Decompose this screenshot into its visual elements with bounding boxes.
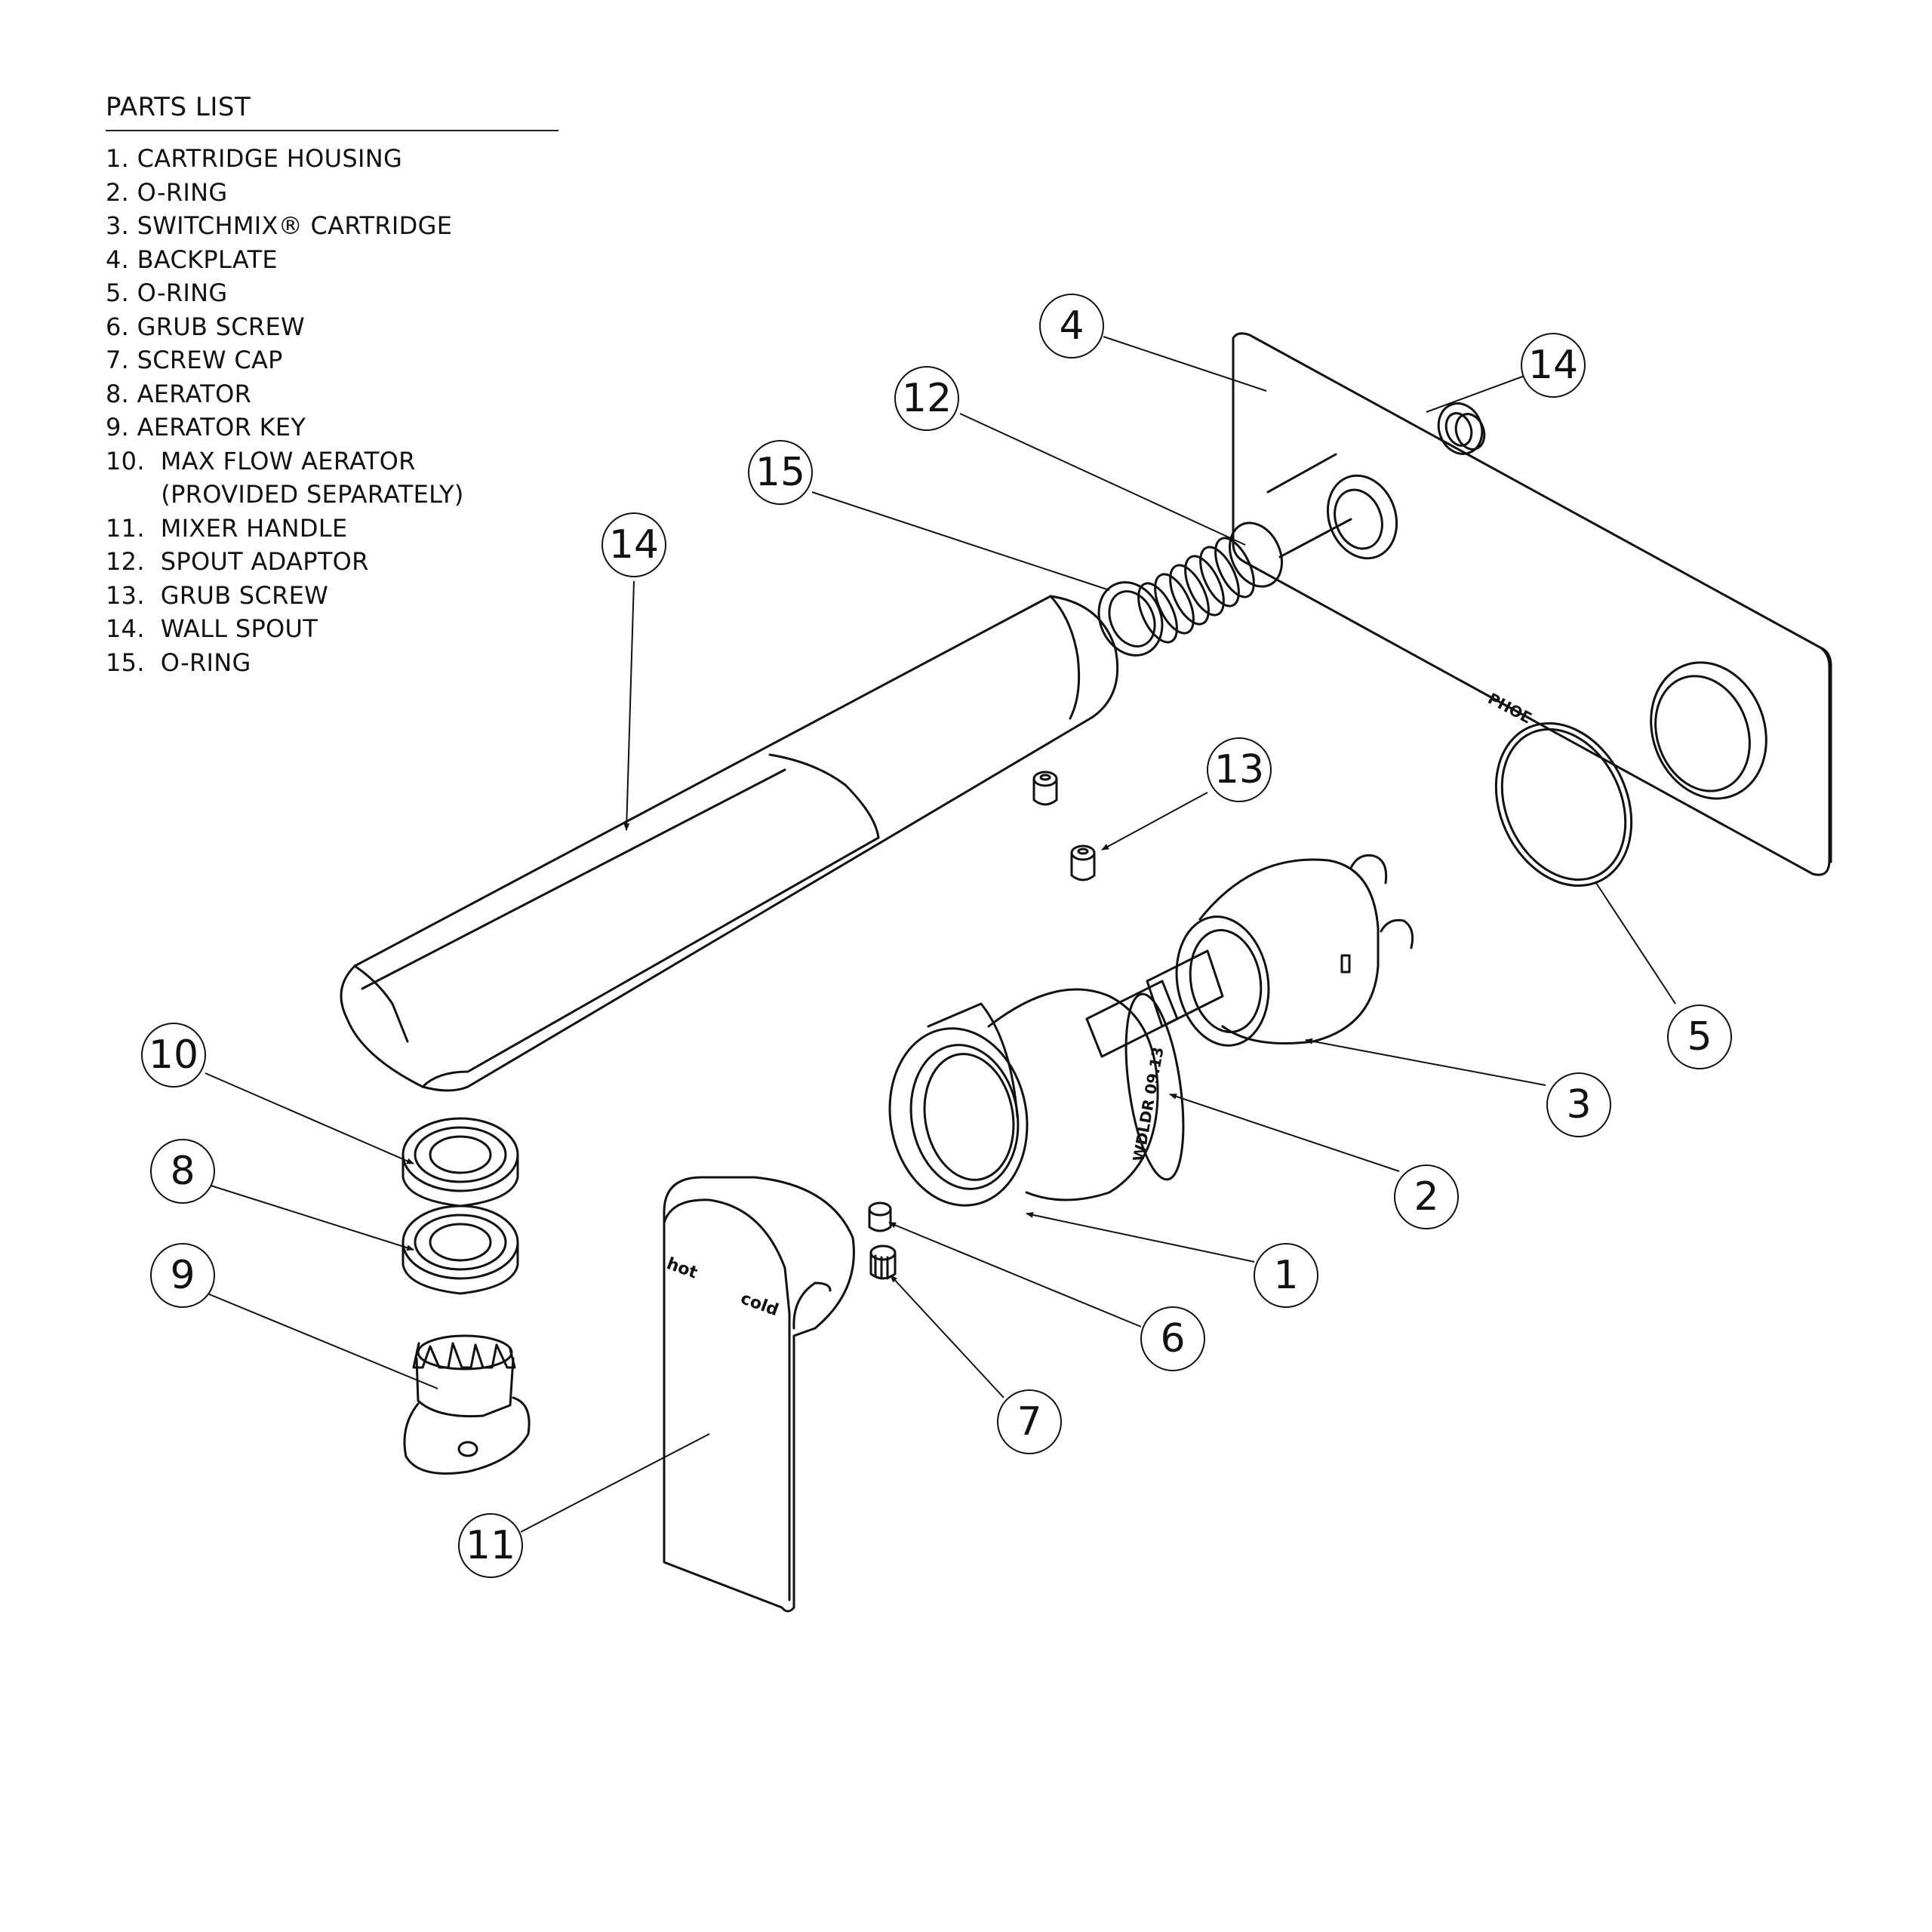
callout-4-label: 4 [1059,303,1084,349]
parts-list-item: (PROVIDED SEPARATELY) [106,480,464,509]
parts-list-item: 6. GRUB SCREW [106,312,305,341]
housing-date-marking: WDLDR 09.13 [1129,1045,1167,1162]
parts-list-item: 9. AERATOR KEY [106,413,306,441]
parts-list-item: 2. O-RING [106,177,228,207]
mixer-handle [663,1176,855,1613]
leader-line-11 [520,1433,710,1533]
leader-line-14-main [623,580,635,831]
parts-list-item: 13. GRUB SCREW [106,580,329,610]
leader-line-15 [811,491,1110,591]
callout-1: 1 [1254,1243,1318,1308]
leader-line-12 [959,413,1246,546]
callout-9: 9 [150,1243,215,1308]
callout-10: 10 [141,1023,206,1088]
grub-screw [868,1201,892,1232]
handle-hot-marking: hot [664,1254,700,1283]
callout-14-top: 14 [1521,333,1586,398]
callout-13-label: 13 [1214,747,1264,792]
parts-list-item: 10. MAX FLOW AERATOR [106,446,416,475]
parts-list-items: 1. CARTRIDGE HOUSING 2. O-RING 3. SWITCH… [106,142,558,679]
switchmix-cartridge [1085,854,1414,1058]
callout-11-label: 11 [466,1523,515,1568]
wall-spout-small [1437,402,1484,455]
aerator [401,1204,519,1295]
callout-4: 4 [1039,294,1104,358]
callout-6: 6 [1140,1306,1205,1371]
callout-8: 8 [150,1139,215,1204]
parts-list-item: 8. AERATOR [106,379,252,408]
callout-14-main-label: 14 [609,522,659,568]
parts-list-title: PARTS LIST [106,92,558,131]
callout-9-label: 9 [170,1253,195,1298]
callout-12: 12 [894,366,959,431]
leader-line-2 [1169,1094,1400,1172]
parts-list-item: 3. SWITCHMIX® CARTRIDGE [106,211,453,240]
parts-list-item: 5. O-RING [106,278,228,307]
callout-1-label: 1 [1273,1253,1298,1298]
callout-5: 5 [1667,1004,1732,1069]
leader-line-14-top [1426,375,1525,413]
callout-3: 3 [1546,1072,1611,1137]
grub-screw-top [1032,771,1096,881]
callout-11: 11 [458,1513,523,1578]
spout-adaptor [1137,453,1352,644]
callout-6-label: 6 [1160,1316,1185,1361]
leader-line-4 [1103,336,1267,392]
callout-15: 15 [748,440,813,505]
wall-spout [340,595,1119,1092]
callout-7-label: 7 [1017,1399,1041,1444]
screw-cap [869,1244,897,1280]
callout-14-main: 14 [601,512,666,577]
callout-14-top-label: 14 [1528,343,1578,388]
callout-10-label: 10 [149,1032,198,1078]
leader-line-10 [205,1072,414,1164]
callout-7: 7 [997,1389,1062,1454]
parts-list-item: 4. BACKPLATE [106,245,278,274]
leader-line-5 [1595,882,1676,1004]
leader-line-8 [203,1183,414,1251]
leader-line-3 [1305,1038,1546,1086]
callout-13: 13 [1207,737,1272,802]
leader-line-6 [888,1222,1142,1327]
housing-o-ring [1124,992,1185,1181]
leader-line-9 [203,1291,438,1389]
handle-cold-marking: cold [738,1289,781,1320]
parts-list: PARTS LIST 1. CARTRIDGE HOUSING 2. O-RIN… [106,92,558,679]
parts-list-item: 14. WALL SPOUT [106,614,318,643]
parts-list-item: 7. SCREW CAP [106,346,283,374]
leader-line-1 [1026,1211,1255,1263]
callout-8-label: 8 [170,1149,195,1194]
spout-o-ring [1097,581,1164,657]
callout-5-label: 5 [1687,1014,1712,1060]
callout-15-label: 15 [755,450,805,495]
parts-list-item: 11. MIXER HANDLE [106,513,348,543]
leader-line-13 [1101,792,1208,851]
aerator-key [403,1334,531,1475]
callout-3-label: 3 [1566,1082,1591,1128]
parts-list-item: 15. O-RING [106,648,251,677]
leader-line-7 [890,1275,1004,1398]
backplate-o-ring [1494,721,1633,888]
backplate-brand-marking: PHOE [1485,689,1535,727]
cartridge-housing [888,988,1159,1207]
callout-2-label: 2 [1414,1174,1438,1220]
max-flow-aerator [401,1117,519,1208]
parts-list-item: 12. SPOUT ADAPTOR [106,547,369,576]
backplate [1232,332,1832,876]
parts-list-item: 1. CARTRIDGE HOUSING [106,144,403,173]
callout-12-label: 12 [902,376,952,421]
callout-2: 2 [1394,1164,1459,1229]
